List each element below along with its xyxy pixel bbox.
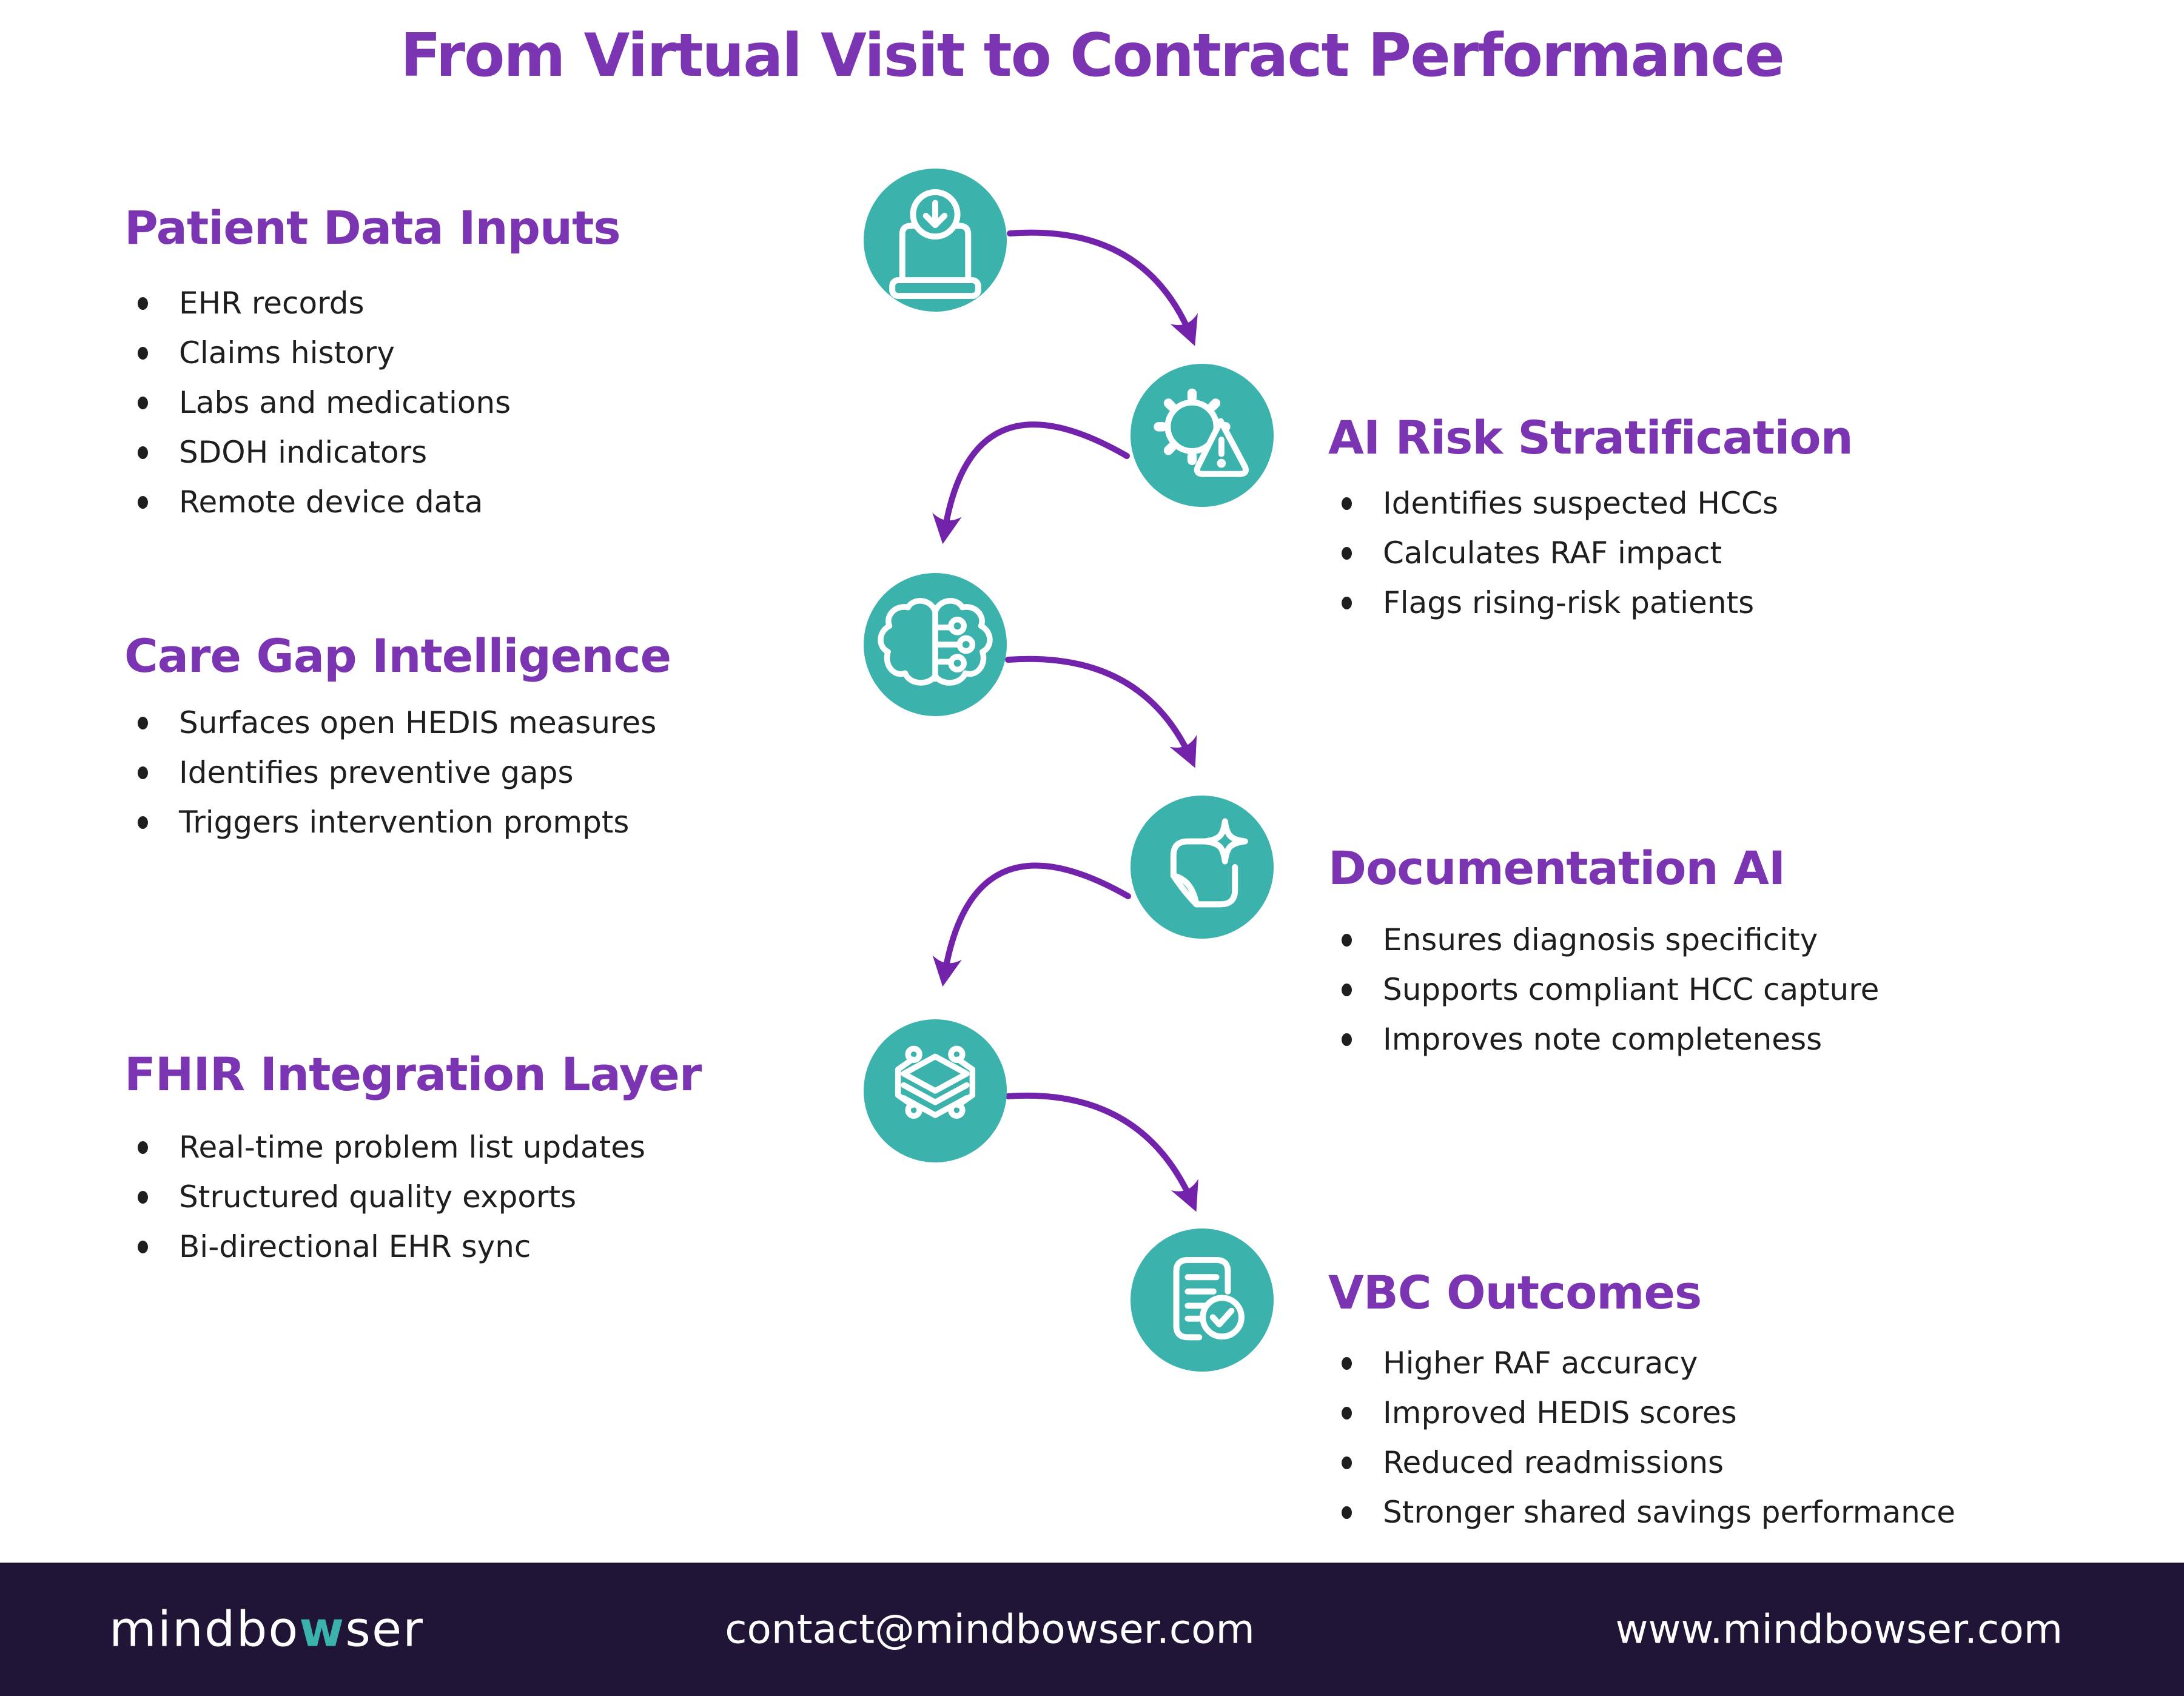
list-item: Ensures diagnosis specificity	[1328, 915, 1879, 965]
arrow-step5-to-step6	[1005, 1093, 1198, 1212]
logo-text-right: ser	[345, 1601, 425, 1658]
section-fhir-integration-layer: FHIR Integration Layer	[124, 1047, 702, 1102]
data-layers-icon	[864, 1019, 1007, 1162]
documentation-ai-list: Ensures diagnosis specificity Supports c…	[1328, 915, 1879, 1064]
list-item: Structured quality exports	[124, 1172, 645, 1222]
document-sparkle-icon	[1131, 796, 1274, 939]
list-item: Claims history	[124, 328, 511, 378]
list-item: Supports compliant HCC capture	[1328, 965, 1879, 1014]
care-gap-list: Surfaces open HEDIS measures Identifies …	[124, 698, 656, 847]
contact-email: contact@mindbowser.com	[725, 1606, 1255, 1653]
list-item: Real-time problem list updates	[124, 1122, 645, 1172]
list-item: Improved HEDIS scores	[1328, 1388, 1955, 1438]
section-heading: FHIR Integration Layer	[124, 1047, 702, 1101]
document-check-icon	[1131, 1228, 1274, 1372]
list-item: EHR records	[124, 278, 511, 328]
list-item: Surfaces open HEDIS measures	[124, 698, 656, 748]
list-item: Higher RAF accuracy	[1328, 1338, 1955, 1388]
section-patient-data-inputs: Patient Data Inputs	[124, 200, 621, 255]
list-item: Labs and medications	[124, 378, 511, 427]
list-item: Bi-directional EHR sync	[124, 1222, 645, 1272]
list-item: Improves note completeness	[1328, 1014, 1879, 1064]
list-item: Remote device data	[124, 477, 511, 527]
section-vbc-outcomes: VBC Outcomes	[1328, 1265, 1702, 1320]
section-heading: VBC Outcomes	[1328, 1265, 1702, 1319]
list-item: SDOH indicators	[124, 427, 511, 477]
section-ai-risk-stratification: AI Risk Stratification	[1328, 410, 1853, 465]
section-documentation-ai: Documentation AI	[1328, 840, 1786, 896]
list-item: Identifies suspected HCCs	[1328, 478, 1778, 528]
list-item: Reduced readmissions	[1328, 1438, 1955, 1487]
footer-bar: mindbowser contact@mindbowser.com www.mi…	[0, 1563, 2184, 1696]
list-item: Identifies preventive gaps	[124, 748, 656, 797]
page-title: From Virtual Visit to Contract Performan…	[400, 21, 1785, 90]
section-heading: Care Gap Intelligence	[124, 629, 671, 683]
ai-brain-icon	[864, 573, 1007, 716]
section-heading: Patient Data Inputs	[124, 201, 621, 255]
ai-risk-list: Identifies suspected HCCs Calculates RAF…	[1328, 478, 1778, 628]
arrow-step1-to-step2	[1007, 229, 1198, 346]
fhir-list: Real-time problem list updates Structure…	[124, 1122, 645, 1272]
section-heading: Documentation AI	[1328, 841, 1786, 895]
section-heading: AI Risk Stratification	[1328, 411, 1853, 464]
arrow-step3-to-step4	[1005, 655, 1197, 768]
website-url: www.mindbowser.com	[1615, 1606, 2063, 1653]
logo-accent-w: w	[299, 1601, 346, 1658]
list-item: Flags rising-risk patients	[1328, 578, 1778, 628]
logo-text-left: mindbo	[109, 1601, 300, 1658]
patient-data-list: EHR records Claims history Labs and medi…	[124, 278, 511, 527]
gear-alert-icon	[1131, 364, 1274, 507]
arrow-step2-to-step3	[932, 421, 1130, 545]
list-item: Triggers intervention prompts	[124, 797, 656, 847]
mindbowser-logo: mindbowser	[109, 1601, 424, 1658]
list-item: Calculates RAF impact	[1328, 528, 1778, 578]
section-care-gap-intelligence: Care Gap Intelligence	[124, 628, 671, 683]
vbc-outcomes-list: Higher RAF accuracy Improved HEDIS score…	[1328, 1338, 1955, 1537]
list-item: Stronger shared savings performance	[1328, 1487, 1955, 1537]
laptop-download-icon	[864, 169, 1007, 312]
arrow-step4-to-step5	[932, 862, 1131, 987]
